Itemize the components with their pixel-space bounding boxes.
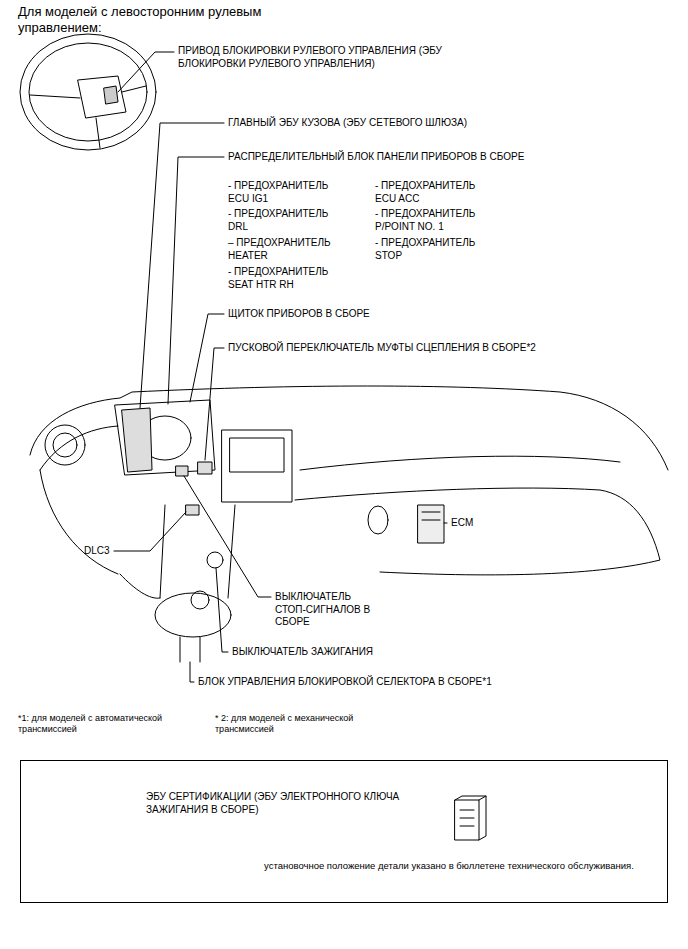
steering-wheel-rim — [20, 34, 156, 150]
part-label: ЩИТОК ПРИБОРОВ В СБОРЕ — [228, 308, 478, 321]
fuse-label: - ПРЕДОХРАНИТЕЛЬ ECU ACC — [375, 180, 493, 205]
part-label: ВЫКЛЮЧАТЕЛЬ СТОП-СИГНАЛОВ В СБОРЕ — [275, 591, 375, 629]
center-display — [230, 438, 284, 472]
footnote: *1: для моделей с автоматической трансми… — [18, 713, 198, 736]
leader-line — [118, 52, 174, 92]
air-vent — [53, 433, 77, 457]
fuse-label: - ПРЕДОХРАНИТЕЛЬ SEAT HTR RH — [228, 266, 346, 291]
certification-ecu-icon — [455, 800, 479, 840]
stop-light-switch — [176, 466, 188, 476]
part-label: ПРИВОД БЛОКИРОВКИ РУЛЕВОГО УПРАВЛЕНИЯ (Э… — [178, 45, 453, 70]
air-vent — [45, 425, 85, 465]
leader-line — [216, 568, 228, 652]
dashboard-line — [40, 470, 118, 574]
leader-line — [114, 512, 186, 551]
certification-ecu-icon — [455, 796, 486, 840]
combination-meter — [115, 400, 215, 475]
steering-lock-actuator — [104, 86, 118, 104]
steering-wheel-hub — [78, 76, 126, 118]
fuse-label: - ПРЕДОХРАНИТЕЛЬ P/POINT NO. 1 — [375, 208, 493, 233]
clutch-start-switch — [198, 462, 212, 474]
box-heading: ЭБУ СЕРТИФИКАЦИИ (ЭБУ ЭЛЕКТРОННОГО КЛЮЧА… — [146, 791, 431, 816]
leader-line — [184, 476, 271, 597]
leader-line — [190, 662, 194, 682]
part-label: ГЛАВНЫЙ ЭБУ КУЗОВА (ЭБУ СЕТЕВОГО ШЛЮЗА) — [228, 117, 548, 130]
part-label: DLC3 — [84, 545, 124, 558]
info-box: ЭБУ СЕРТИФИКАЦИИ (ЭБУ ЭЛЕКТРОННОГО КЛЮЧА… — [20, 760, 668, 903]
part-label: РАСПРЕДЕЛИТЕЛЬНЫЙ БЛОК ПАНЕЛИ ПРИБОРОВ В… — [228, 151, 588, 164]
dlc3-connector — [186, 505, 199, 515]
leader-line — [190, 314, 224, 402]
ignition-switch — [207, 552, 223, 568]
leader-line — [168, 157, 224, 404]
fuse-label: - ПРЕДОХРАНИТЕЛЬ STOP — [375, 237, 493, 262]
shift-lock-control — [180, 637, 200, 662]
fuse-label: – ПРЕДОХРАНИТЕЛЬ HEATER — [228, 237, 346, 262]
leader-line — [140, 123, 224, 408]
fuse-label: - ПРЕДОХРАНИТЕЛЬ ECU IG1 — [228, 180, 346, 205]
leader-line — [444, 523, 447, 524]
shift-knob — [191, 591, 209, 609]
part-label: ПУСКОВОЙ ПЕРЕКЛЮЧАТЕЛЬ МУФТЫ СЦЕПЛЕНИЯ В… — [228, 342, 566, 355]
steering-wheel-spoke — [30, 86, 146, 148]
box-note: установочное положение детали указано в … — [264, 860, 649, 872]
dashboard-line — [40, 426, 118, 470]
main-body-ecu — [122, 408, 152, 472]
center-stack — [222, 430, 292, 502]
ecm-box — [418, 505, 444, 543]
footnote: * 2: для моделей с механической трансмис… — [215, 713, 395, 736]
dashboard-line — [295, 488, 660, 575]
dashboard-line — [300, 456, 620, 470]
part-label: ECM — [451, 517, 511, 530]
diagram-title: Для моделей с левосторонним рулевым упра… — [18, 4, 288, 37]
air-vent — [368, 506, 388, 534]
console — [160, 505, 235, 598]
steering-wheel-rim-inner — [29, 43, 147, 141]
hand-outline — [120, 574, 160, 598]
part-label: БЛОК УПРАВЛЕНИЯ БЛОКИРОВКОЙ СЕЛЕКТОРА В … — [198, 676, 578, 689]
ecm-detail — [422, 512, 440, 520]
fuse-label: - ПРЕДОХРАНИТЕЛЬ DRL — [228, 208, 346, 233]
part-label: ВЫКЛЮЧАТЕЛЬ ЗАЖИГАНИЯ — [232, 646, 452, 659]
leader-line — [205, 348, 224, 460]
